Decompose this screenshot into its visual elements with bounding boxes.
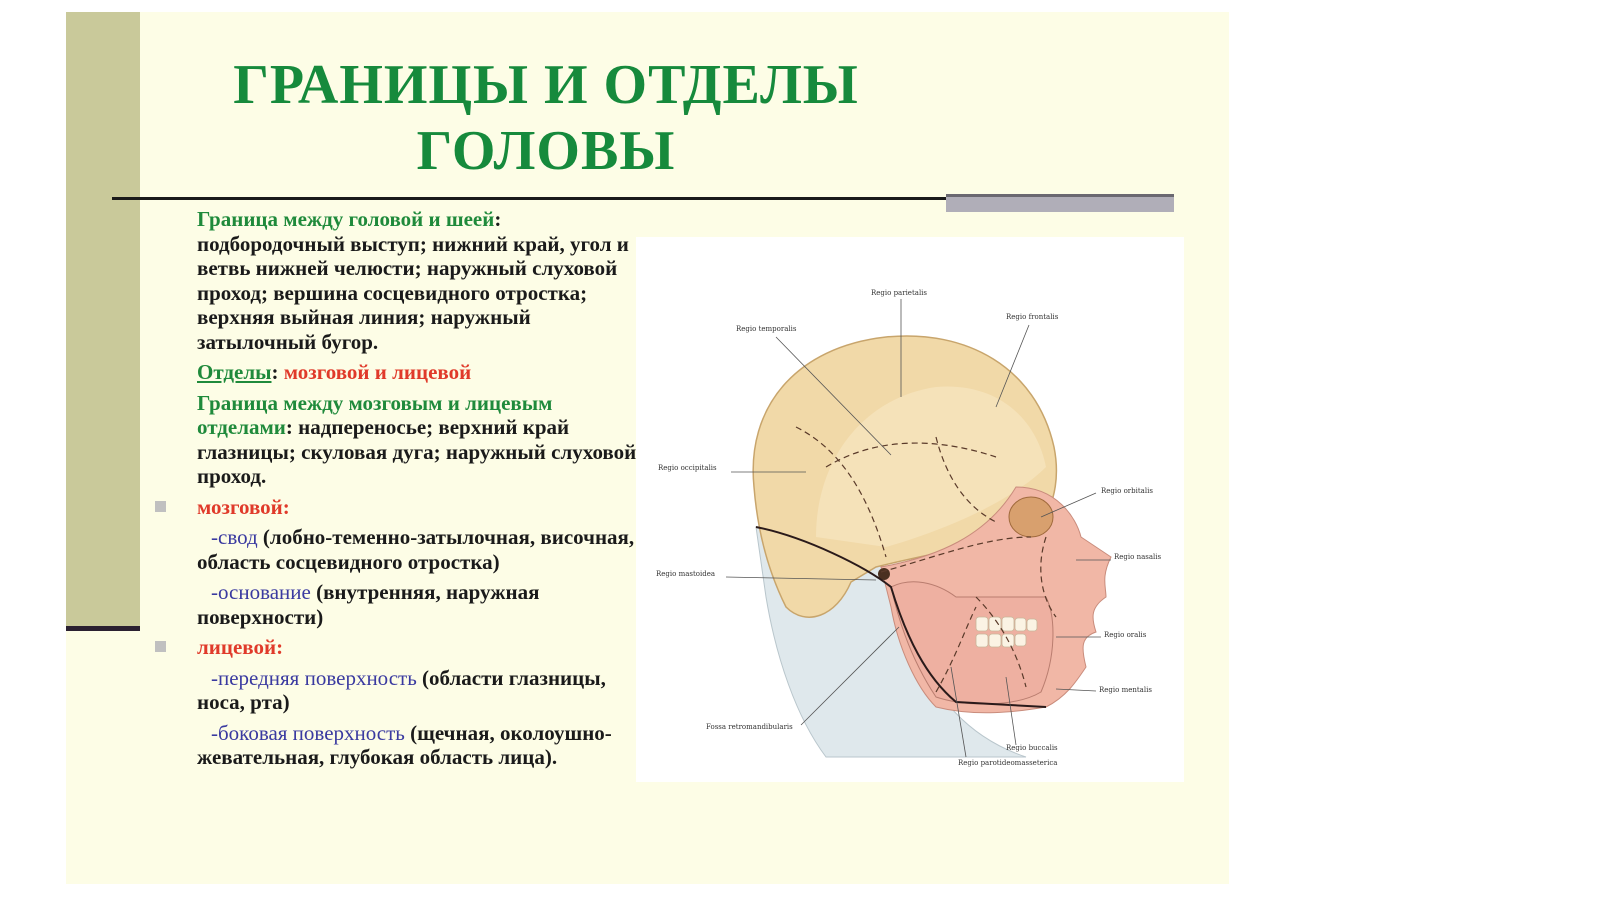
orbit — [1008, 496, 1054, 538]
facial-item-text: (области глазницы, носа, рта) — [197, 665, 606, 715]
label-regio-buccalis: Regio buccalis — [1006, 744, 1058, 752]
label-fossa-retromandibularis: Fossa retromandibularis — [706, 723, 793, 731]
label-regio-frontalis: Regio frontalis — [1006, 313, 1059, 321]
label-regio-mentalis: Regio mentalis — [1099, 686, 1152, 694]
label-regio-nasalis: Regio nasalis — [1114, 553, 1161, 561]
cerebral-bullet: мозговой: — [155, 494, 637, 520]
cerebral-item-base: -основание (внутренняя, наружная поверхн… — [197, 580, 637, 629]
head-neck-border-paragraph: Граница между головой и шеей: подбородоч… — [197, 207, 637, 354]
label-regio-mastoidea: Regio mastoidea — [656, 570, 715, 578]
title-line-2: ГОЛОВЫ — [416, 120, 676, 182]
label-regio-orbitalis: Regio orbitalis — [1101, 487, 1153, 495]
side-accent-bar — [66, 12, 140, 626]
slide: ГРАНИЦЫ И ОТДЕЛЫ ГОЛОВЫ Граница между го… — [66, 12, 1229, 884]
title-line-1: ГРАНИЦЫ И ОТДЕЛЫ — [233, 54, 859, 116]
cerebral-label: мозговой: — [197, 494, 290, 519]
title-divider — [112, 197, 1174, 200]
label-regio-parotideomasseterica: Regio parotideomasseterica — [958, 759, 1057, 767]
cerebral-item-term: -свод — [211, 525, 258, 549]
label-regio-parietalis: Regio parietalis — [871, 289, 927, 297]
region-borders — [795, 426, 1057, 693]
bullet-square-icon — [155, 641, 166, 652]
facial-item-side: -боковая поверхность (щечная, околоушно-… — [197, 721, 637, 770]
cerebral-item-vault: -свод (лобно-теменно-затылочная, височна… — [197, 525, 637, 574]
brain-face-border-text: надпереносье; верхний край глазницы; ску… — [197, 415, 637, 488]
brain-face-border-paragraph: Граница между мозговым и лицевым отделам… — [197, 391, 637, 489]
skull-shading — [816, 386, 1046, 547]
slide-title: ГРАНИЦЫ И ОТДЕЛЫ ГОЛОВЫ — [216, 52, 876, 184]
cerebral-item-text: (лобно-теменно-затылочная, височная, обл… — [197, 525, 635, 574]
skull-diagram-svg: Regio parietalis Regio temporalis Regio … — [656, 289, 1161, 767]
head-neck-border-colon: : — [494, 207, 502, 231]
label-regio-temporalis: Regio temporalis — [736, 325, 797, 333]
facial-item-front: -передняя поверхность (области глазницы,… — [197, 666, 637, 715]
title-divider-accent — [946, 194, 1174, 212]
facial-item-term: -боковая поверхность — [211, 720, 405, 745]
jaw-border-line — [755, 526, 1047, 708]
facial-bullet: лицевой: — [155, 635, 637, 660]
slide-body-text: Граница между головой и шеей: подбородоч… — [155, 207, 637, 776]
mandible — [890, 581, 1054, 705]
facial-item-term: -передняя поверхность — [211, 665, 417, 690]
brain-face-border-label: Граница между мозговым и лицевым отделам… — [197, 390, 553, 440]
head-neck-border-label: Граница между головой и шеей — [197, 207, 495, 231]
divisions-label: Отделы — [197, 360, 272, 384]
facial-label: лицевой: — [197, 635, 284, 659]
divisions-value: мозговой и лицевой — [283, 360, 472, 384]
leader-lines — [725, 299, 1111, 758]
brain-face-border-colon: : — [285, 415, 293, 439]
divisions-paragraph: Отделы: мозговой и лицевой — [197, 360, 637, 385]
ear-canal — [878, 568, 890, 580]
head-regions-illustration: Regio parietalis Regio temporalis Regio … — [636, 237, 1184, 782]
teeth — [975, 616, 1038, 648]
cerebral-item-term: -основание — [211, 580, 311, 604]
facial-item-text: (щечная, околоушно-жевательная, глубокая… — [197, 720, 612, 770]
cerebral-item-text: (внутренняя, наружная поверхности) — [197, 580, 540, 629]
bullet-square-icon — [155, 500, 166, 512]
head-neck-border-text: подбородочный выступ; нижний край, угол … — [197, 231, 629, 354]
side-accent-line — [66, 626, 140, 631]
divisions-colon: : — [271, 360, 284, 384]
label-regio-occipitalis: Regio occipitalis — [658, 464, 717, 472]
label-regio-oralis: Regio oralis — [1104, 631, 1147, 639]
